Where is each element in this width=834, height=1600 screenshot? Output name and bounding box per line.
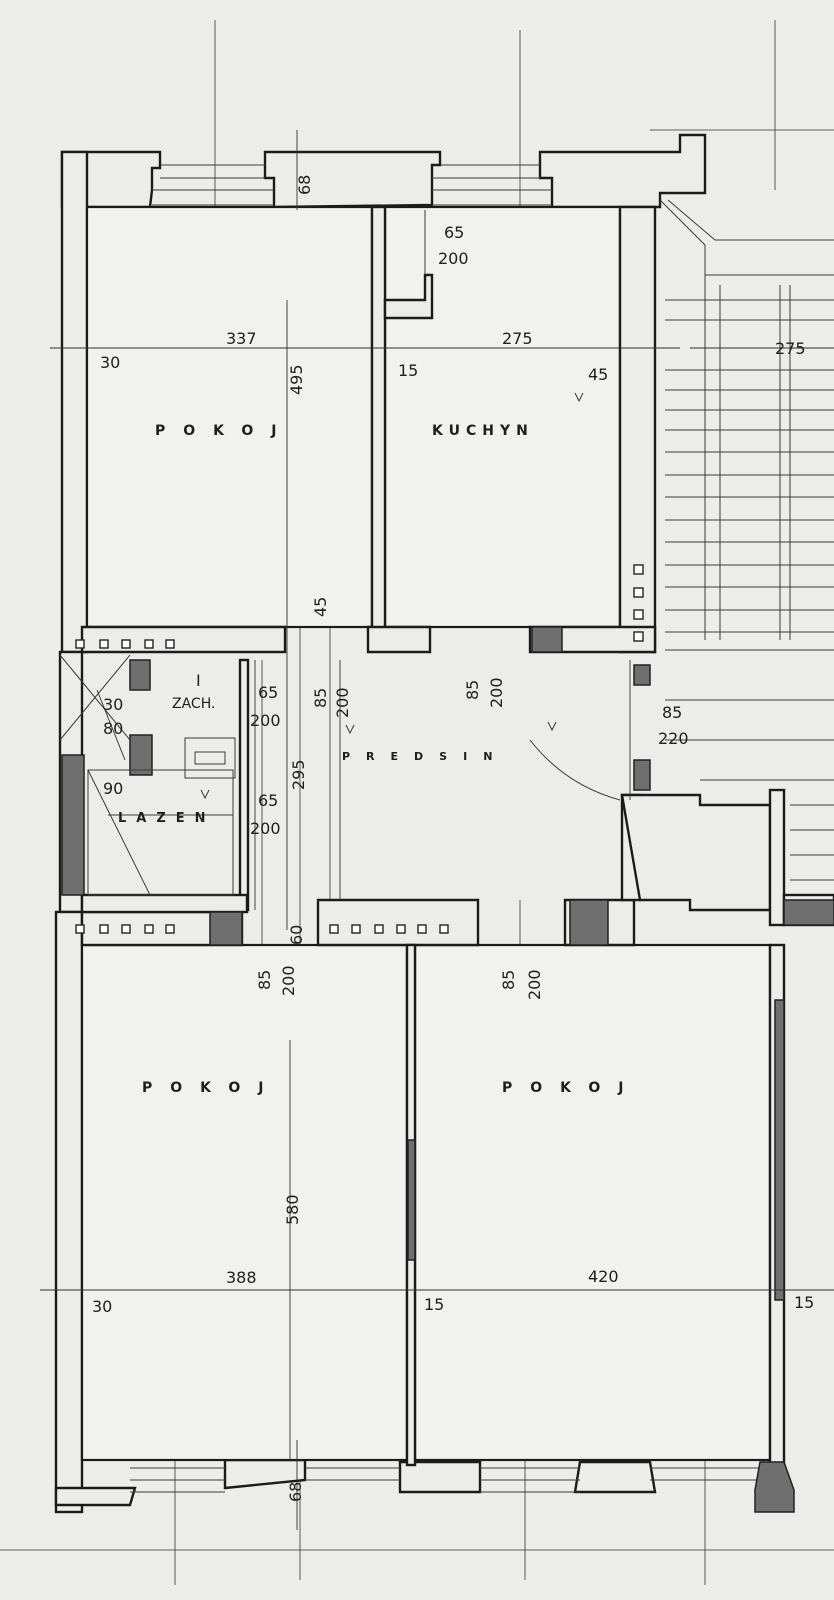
dim-entry-door-h: 220 [658,729,689,748]
dim-wall-45-top: 45 [588,365,608,384]
label-zach: ZACH. [172,696,215,712]
dim-pokoj-br-door-h: 200 [525,969,544,1000]
dim-kuchyn-door-w: 85 [463,680,482,700]
kitchen-niche [383,210,434,320]
dim-pokoj-bl-door-h: 200 [279,965,298,996]
room-pokoj-bottom-left [80,943,409,1462]
dim-zach-door-w: 65 [258,683,278,702]
dim-kitchen-door-w: 65 [444,223,464,242]
dim-pokoj-bottom-depth: 580 [283,1194,302,1225]
room-pokoj-bottom-right [413,943,772,1462]
dim-kuchyn-width: 275 [502,329,533,348]
label-lazen: LAZEN [118,811,216,826]
dim-entry-door-w: 85 [662,703,682,722]
dim-top-window-depth: 68 [295,175,314,195]
dim-pokoj-bl-door-w: 85 [255,970,274,990]
dim-pokoj-br-door-w: 85 [499,970,518,990]
dim-wall-60: 60 [287,925,306,945]
room-pokoj-top [85,205,374,629]
dim-pokoj-br-width: 420 [588,1267,619,1286]
dim-pokoj-top-width: 337 [226,329,257,348]
bottom-windows [130,1467,760,1493]
structural-piers [61,626,834,1513]
dim-lazen-90: 90 [103,779,123,798]
dimension-lines [40,130,834,1530]
staircase [659,199,834,881]
dim-wall-45-mid: 45 [311,597,330,617]
dim-predsin-door-left-h: 200 [333,687,352,718]
dim-bottom-window-depth: 68 [286,1482,305,1502]
dim-lazen-door-w: 65 [258,791,278,810]
dim-wall-15-top: 15 [398,361,418,380]
dim-wall-30-top: 30 [100,353,120,372]
dim-pokoj-top-depth: 495 [287,364,306,395]
partition-walls [80,205,834,1467]
dim-zach-marker: I [196,671,201,690]
label-pokoj-bottom-right: POKOJ [502,1080,642,1096]
diacritic-marks [200,392,584,800]
dim-wall-30-bottom: 30 [92,1297,112,1316]
dim-predsin-depth: 295 [289,759,308,790]
label-pokoj-top: POKOJ [155,423,295,439]
dim-lazen-door-h: 200 [250,819,281,838]
dim-wall-15-bottom: 15 [424,1295,444,1314]
dim-niche-80: 80 [103,719,123,738]
dim-stair-width: 275 [775,339,806,358]
dim-niche-30: 30 [103,695,123,714]
dim-kuchyn-door-h: 200 [487,677,506,708]
dim-wall-15-right: 15 [794,1293,814,1312]
entry-door-swing [529,739,621,801]
dimension-labels: 68 65 200 337 275 275 30 15 45 495 45 I … [92,175,814,1502]
chimney-flues [75,564,644,934]
bathroom-fixtures [59,654,236,896]
label-pokoj-bottom-left: POKOJ [142,1080,282,1096]
dim-pokoj-bl-width: 388 [226,1268,257,1287]
dim-kitchen-door-h: 200 [438,249,469,268]
dim-zach-door-h: 200 [250,711,281,730]
label-predsin: PREDSIN [342,750,508,763]
top-windows [152,164,552,206]
dim-predsin-door-left-w: 85 [311,688,330,708]
label-kuchyn: KUCHYN [432,423,534,439]
room-kuchyn [383,205,622,629]
